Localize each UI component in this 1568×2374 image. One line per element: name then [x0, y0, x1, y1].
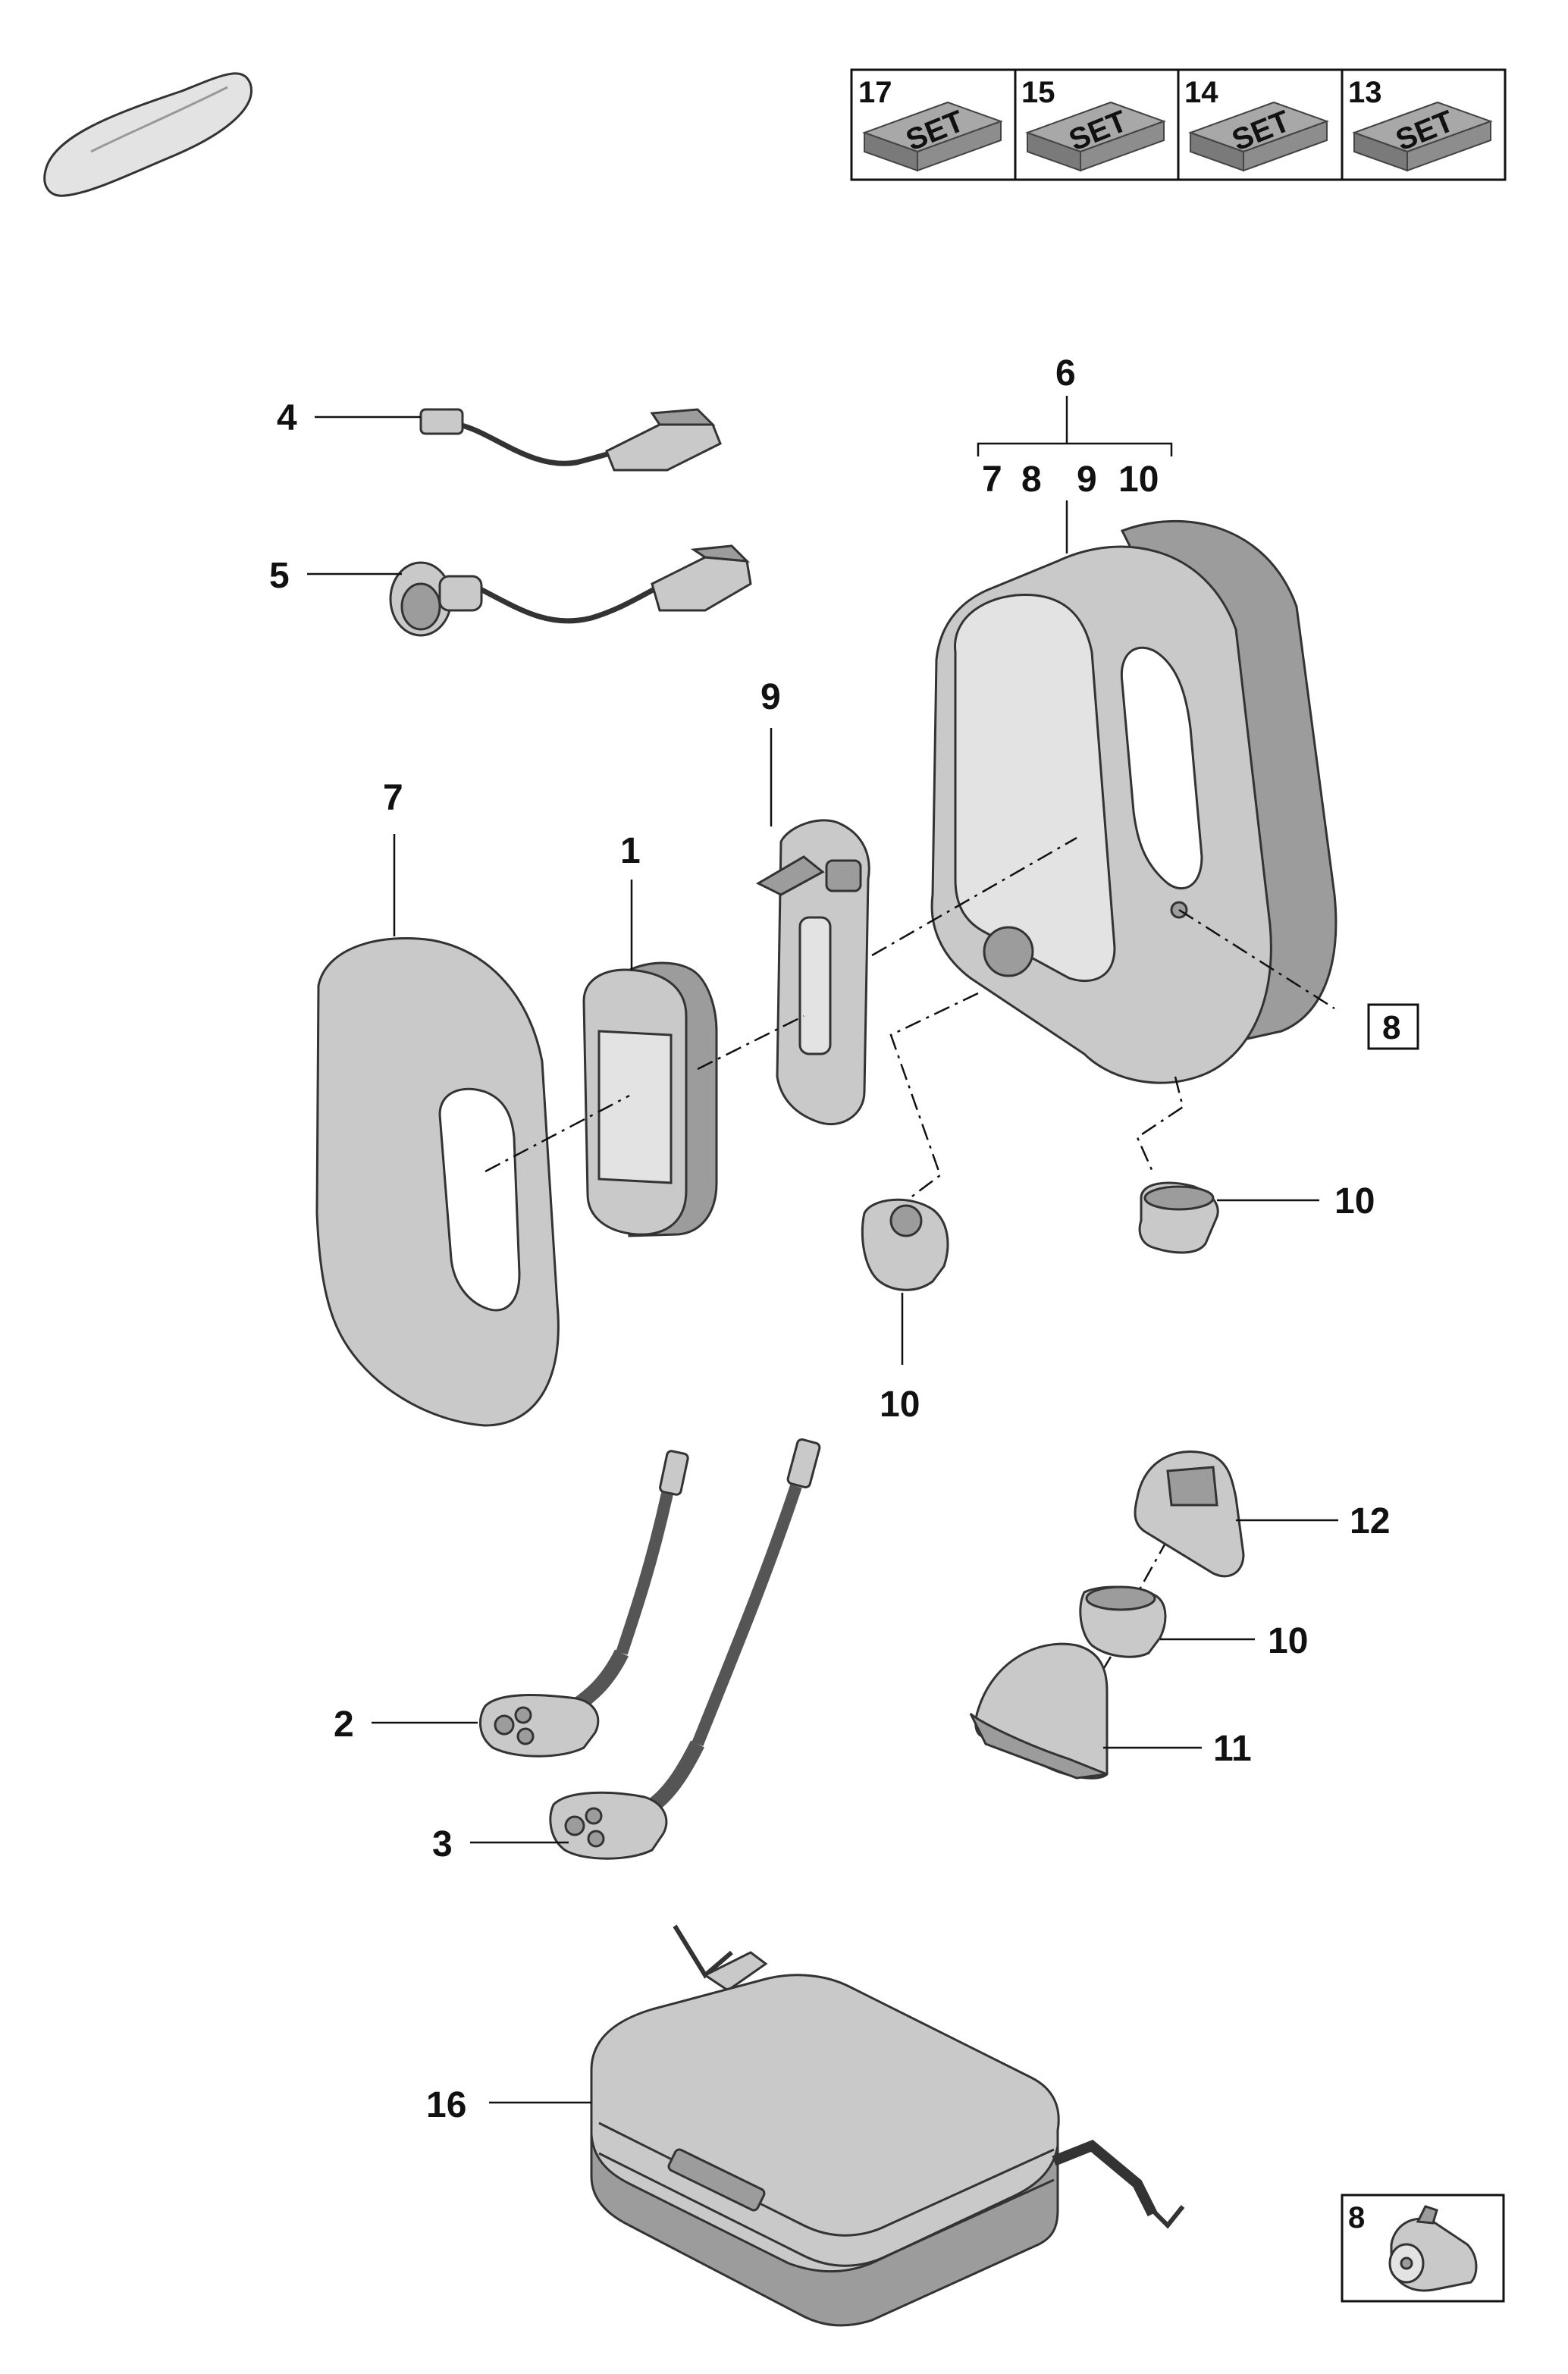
- callout-10a[interactable]: 10: [1334, 1181, 1375, 1221]
- set-number: 14: [1184, 76, 1218, 109]
- subpart-9: 9: [1077, 459, 1097, 500]
- part-9-holder[interactable]: [755, 819, 870, 1126]
- part-3-charging-cable[interactable]: [549, 1438, 821, 1860]
- part-2-charging-cable[interactable]: [478, 1450, 689, 1758]
- lock-cylinder-icon: [1388, 2205, 1478, 2292]
- detail-box-label: 8: [1348, 2201, 1365, 2234]
- set-box-13[interactable]: 13 SET: [1348, 76, 1493, 172]
- set-number: 17: [858, 76, 892, 109]
- part-4-adapter-cable[interactable]: [419, 408, 722, 472]
- callout-16[interactable]: 16: [426, 2085, 466, 2125]
- part-10-insert-middle[interactable]: [861, 1198, 949, 1291]
- part-10-insert-right[interactable]: [1138, 1181, 1219, 1254]
- part-12-cap-holder[interactable]: [1134, 1450, 1245, 1578]
- part-10-insert-lower[interactable]: [1079, 1585, 1167, 1658]
- part-6-housing[interactable]: [930, 519, 1338, 1084]
- callout-4[interactable]: 4: [277, 398, 297, 438]
- boxed-ref-label: 8: [1382, 1009, 1400, 1046]
- set-box-14[interactable]: 14 SET: [1184, 76, 1329, 172]
- set-box-15[interactable]: 15 SET: [1021, 76, 1166, 172]
- callout-11[interactable]: 11: [1213, 1729, 1252, 1769]
- callout-5[interactable]: 5: [269, 556, 290, 596]
- boxed-ref-8[interactable]: 8: [1367, 1003, 1419, 1050]
- callout-10b[interactable]: 10: [880, 1385, 920, 1425]
- part-1-cover[interactable]: [582, 961, 718, 1237]
- callout-9[interactable]: 9: [760, 677, 781, 717]
- detail-box-8[interactable]: 8: [1341, 2194, 1505, 2303]
- callout-6[interactable]: 6: [1055, 353, 1076, 394]
- set-number: 15: [1021, 76, 1055, 109]
- callout-10c[interactable]: 10: [1268, 1621, 1308, 1661]
- part-16-carrying-case[interactable]: [590, 1924, 1185, 2327]
- vehicle-thumbnail: [43, 72, 252, 197]
- callout-1[interactable]: 1: [620, 831, 641, 871]
- subpart-8: 8: [1021, 459, 1042, 500]
- callout-12[interactable]: 12: [1350, 1501, 1390, 1541]
- subpart-10: 10: [1118, 459, 1159, 500]
- subpart-7: 7: [982, 459, 1002, 500]
- group-6-header: 6 7 8 9 10: [977, 353, 1173, 554]
- part-5-adapter-cable[interactable]: [389, 544, 752, 637]
- callout-3[interactable]: 3: [432, 1824, 453, 1864]
- callout-7[interactable]: 7: [383, 778, 403, 818]
- set-number: 13: [1348, 76, 1382, 109]
- set-kit-table: 17 SET 15 SET 14 SET 13 SET: [850, 68, 1507, 181]
- callout-2[interactable]: 2: [334, 1704, 354, 1745]
- part-7-gasket[interactable]: [315, 937, 560, 1427]
- part-11-cap[interactable]: [969, 1642, 1109, 1780]
